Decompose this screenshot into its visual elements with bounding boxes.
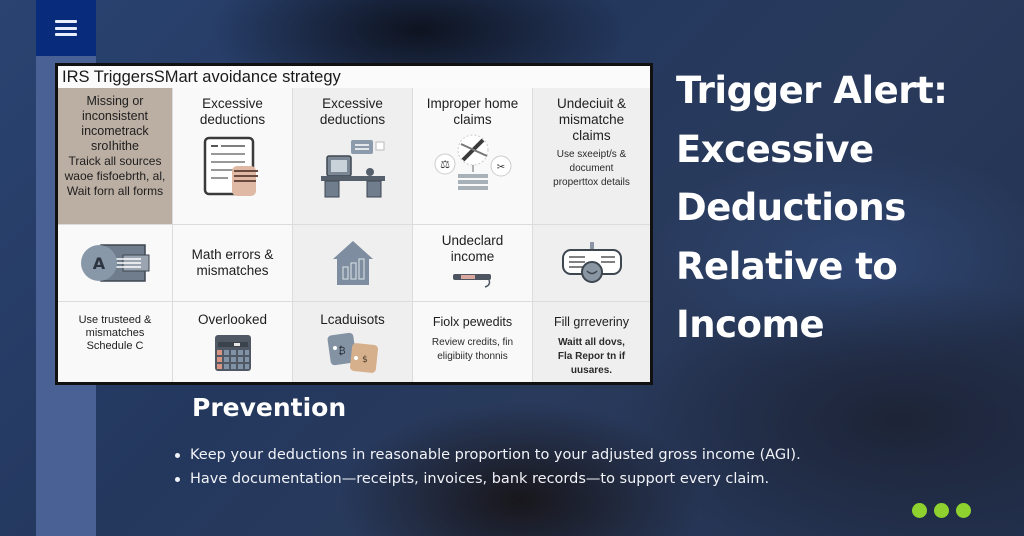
pen-icon (452, 274, 491, 288)
cell-heading: Excessive deductions (199, 96, 266, 127)
cell-undeclared-income: Undeclard income (413, 225, 533, 302)
cell-heading: Undeclard income (441, 233, 504, 264)
calculator-icon (214, 335, 251, 371)
pagination-dot-2[interactable] (934, 503, 949, 518)
cell-heading: Fiolx pewedits (432, 315, 513, 329)
house-chart-icon (332, 241, 373, 285)
headline-line: Deductions (676, 186, 906, 229)
pagination-dot-1[interactable] (912, 503, 927, 518)
cell-heading: Lcaduisots (320, 312, 385, 327)
cell-use-trusted: Use trusteed & mismatches Schedule C (58, 302, 173, 382)
svg-text:⚖: ⚖ (440, 158, 450, 171)
cell-fill-reporting: Fill grreveriny Waitt all dovs, Fla Repo… (533, 302, 650, 382)
list-item-text: Keep your deductions in reasonable propo… (190, 447, 801, 463)
cell-subtext: Use sxeeipt/s & document properttox deta… (553, 149, 630, 188)
infographic-title: IRS TriggersSMart avoidance strategy (58, 66, 650, 88)
cell-subtext: Review credits, fin eligibiity thonnis (431, 337, 514, 362)
infographic-grid: Missing or inconsistent incometrack sroI… (58, 88, 650, 382)
cell-math-errors: Math errors & mismatches (173, 225, 293, 302)
cell-heading: Improper home claims (426, 96, 519, 127)
cell-body: Use trusteed & mismatches Schedule C (78, 314, 152, 352)
cell-badge-ticket (533, 225, 650, 302)
cell-lcaduisots: Lcaduisots ₿ $ (293, 302, 413, 382)
badge-ticket-icon (561, 242, 622, 283)
cell-heading: Overlooked (197, 312, 268, 327)
list-item: Have documentation—receipts, invoices, b… (175, 467, 801, 491)
tags-icon: ₿ $ (327, 332, 378, 373)
cell-id-card: A (58, 225, 173, 302)
svg-text:$: $ (362, 355, 368, 365)
cell-body: Traick all sources waoe fisfoebrth, al, … (64, 154, 166, 198)
menu-button[interactable] (36, 0, 96, 56)
cell-heading: Excessive deductions (319, 96, 386, 127)
cell-missing-income: Missing or inconsistent incometrack sroI… (58, 88, 173, 225)
svg-text:A: A (93, 254, 106, 273)
hamburger-menu-icon (55, 20, 77, 36)
pagination-dot-3[interactable] (956, 503, 971, 518)
svg-text:₿: ₿ (338, 345, 345, 357)
cell-undeclared-mismatch-claims: Undeciuit & mismatche claims Use sxeeipt… (533, 88, 650, 225)
prevention-list: Keep your deductions in reasonable propo… (175, 443, 801, 491)
id-card-icon: A (81, 244, 150, 282)
cell-house-chart (293, 225, 413, 302)
list-item: Keep your deductions in reasonable propo… (175, 443, 801, 467)
cell-heading: Undeciuit & mismatche claims (556, 96, 627, 143)
svg-text:✂: ✂ (496, 162, 504, 173)
clock-tools-icon: ⚖ ✂ (434, 134, 511, 190)
bullet-icon (175, 476, 180, 482)
infographic-image: IRS TriggersSMart avoidance strategy Mis… (55, 63, 653, 385)
cell-subtext: Waitt all dovs, Fla Repor tn if uusares. (557, 337, 626, 376)
cell-heading: Missing or inconsistent incometrack sroI… (81, 94, 149, 153)
list-item-text: Have documentation—receipts, invoices, b… (190, 471, 770, 487)
cell-excessive-deductions-1: Excessive deductions (173, 88, 293, 225)
headline-line: Trigger Alert: (676, 69, 948, 112)
headline-line: Income (676, 303, 825, 346)
cell-fix-credits: Fiolx pewedits Review credits, fin eligi… (413, 302, 533, 382)
document-hand-icon (203, 136, 258, 196)
headline-line: Excessive (676, 127, 874, 171)
pagination-dots[interactable] (912, 503, 971, 518)
prevention-heading: Prevention (192, 393, 347, 422)
cell-overlooked: Overlooked (173, 302, 293, 382)
desk-computer-icon (320, 140, 385, 198)
cell-excessive-deductions-2: Excessive deductions (293, 88, 413, 225)
bullet-icon (175, 452, 180, 458)
cell-heading: Fill grreveriny (553, 315, 629, 329)
headline-line: Relative to (676, 244, 898, 288)
page-headline: Trigger Alert: Excessive Deductions Rela… (676, 62, 1016, 355)
cell-improper-home-claims: Improper home claims ⚖ ✂ (413, 88, 533, 225)
cell-heading: Math errors & mismatches (191, 247, 274, 278)
